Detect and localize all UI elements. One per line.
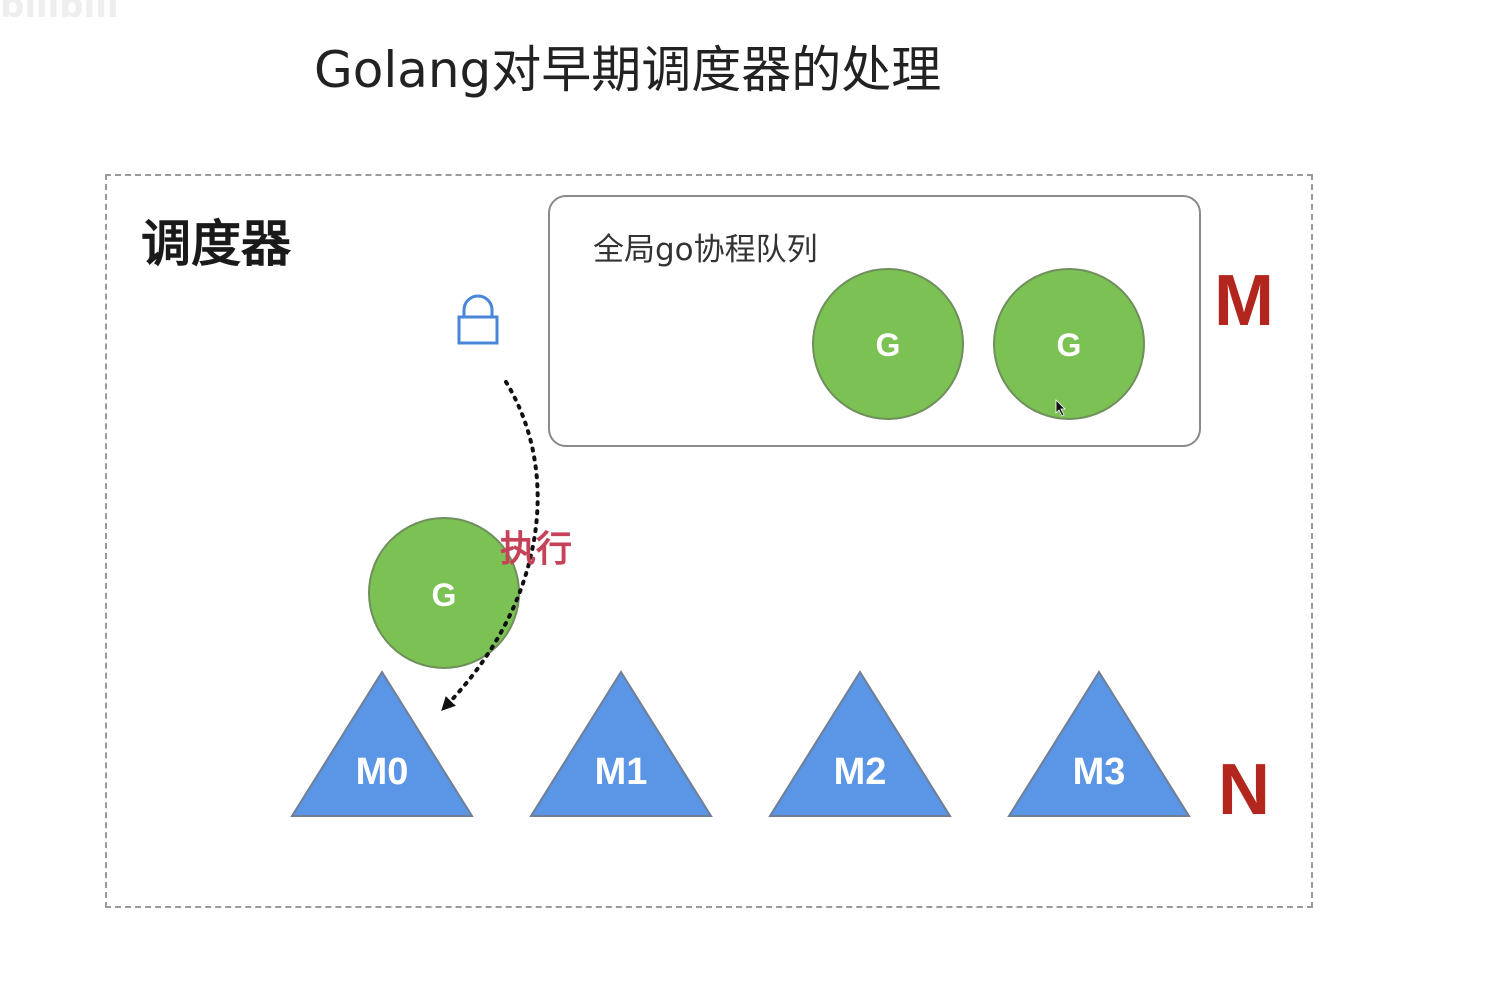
goroutine-label: G	[432, 577, 457, 613]
global-queue-label: 全局go协程队列	[593, 232, 818, 268]
thread-m3: M3	[1007, 670, 1191, 817]
thread-label: M1	[595, 751, 648, 793]
goroutine-label: G	[1057, 327, 1082, 363]
m-label: M	[1214, 261, 1274, 341]
execution-flow-arrow	[441, 380, 540, 712]
thread-m2: M2	[768, 670, 952, 817]
queue-goroutine: G	[812, 268, 964, 420]
thread-m0: M0	[290, 670, 474, 817]
thread-m1: M1	[529, 670, 713, 817]
thread-label: M0	[356, 751, 409, 793]
thread-label: M3	[1073, 751, 1126, 793]
executing-goroutine: G	[368, 517, 520, 669]
execute-label: 执行	[500, 529, 573, 570]
thread-label: M2	[834, 751, 887, 793]
queue-goroutine: G	[993, 268, 1145, 420]
goroutine-label: G	[876, 327, 901, 363]
scheduler-label: 调度器	[141, 215, 291, 273]
page-title: Golang对早期调度器的处理	[314, 41, 942, 99]
n-label: N	[1218, 750, 1270, 830]
watermark-logo: bilibili	[0, 0, 119, 26]
lock-icon	[457, 294, 499, 345]
mouse-cursor-icon	[1055, 399, 1066, 417]
scheduler-container	[105, 174, 1313, 908]
